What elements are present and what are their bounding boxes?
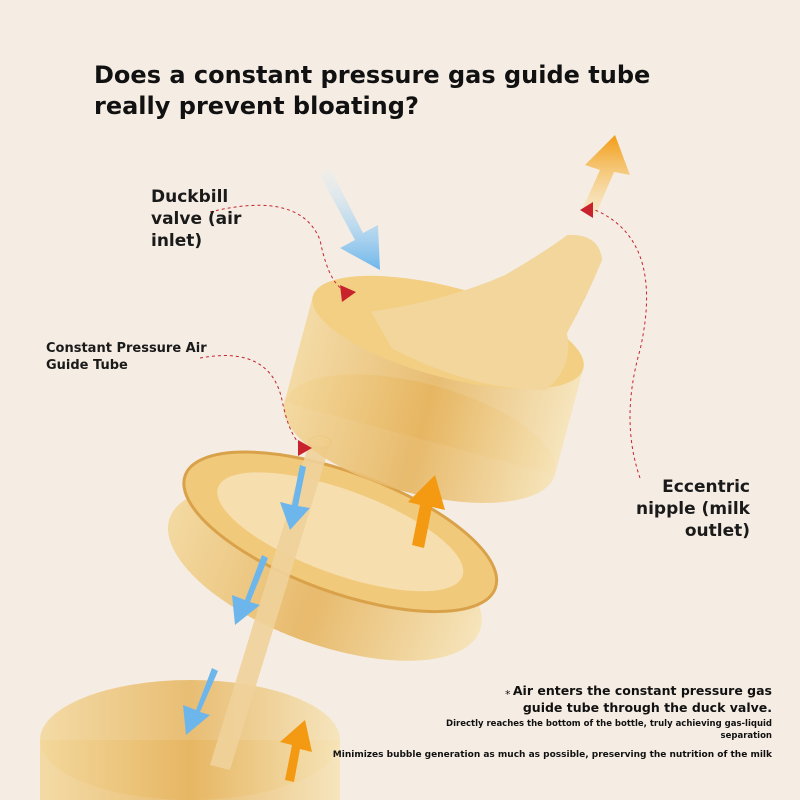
air-up-arrow-icon bbox=[280, 475, 445, 782]
note-bubbles: Minimizes bubble generation as much as p… bbox=[332, 750, 772, 760]
nipple-cap bbox=[283, 234, 603, 503]
milk-out-arrow-icon bbox=[582, 135, 630, 214]
note-gas-liquid: Directly reaches the bottom of the bottl… bbox=[446, 719, 772, 741]
note-air-enters: Air enters the constant pressure gas gui… bbox=[512, 683, 772, 715]
label-eccentric-nipple: Eccentric nipple (milk outlet) bbox=[636, 477, 750, 541]
label-air-guide-tube: Constant Pressure Air Guide Tube bbox=[46, 341, 207, 373]
pointer-lines bbox=[199, 204, 648, 479]
page-title: Does a constant pressure gas guide tube … bbox=[94, 61, 651, 120]
air-in-arrow-icon bbox=[320, 168, 380, 270]
label-duckbill-valve: Duckbill valve (air inlet) bbox=[151, 187, 242, 251]
pointer-markers bbox=[298, 202, 593, 456]
tube-down-arrow-icon bbox=[183, 465, 310, 735]
threaded-collar bbox=[167, 450, 499, 661]
star-bullet: * bbox=[505, 688, 511, 701]
